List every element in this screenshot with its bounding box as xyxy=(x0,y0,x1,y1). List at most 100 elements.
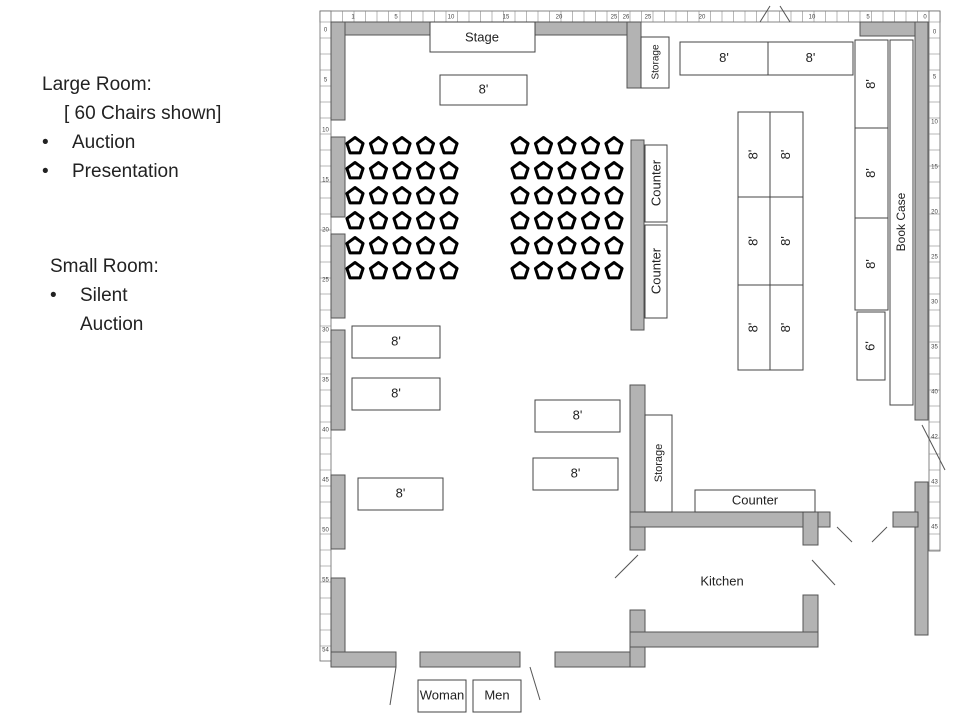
restroom-men xyxy=(472,679,522,713)
chair xyxy=(533,161,554,180)
table-size-label: 8' xyxy=(778,236,793,246)
table-size-label: 8' xyxy=(745,236,760,246)
woman-label: Woman xyxy=(420,687,465,702)
large-room-title: Large Room: xyxy=(42,74,152,95)
ruler-label: 42 xyxy=(931,435,938,441)
table-size-label: 8' xyxy=(863,79,878,89)
table-outline xyxy=(769,284,804,371)
ruler-label: 5 xyxy=(933,75,937,81)
ruler-label: 5 xyxy=(394,15,398,21)
ruler-label: 20 xyxy=(931,210,938,216)
chair xyxy=(345,186,365,205)
ruler-label: 54 xyxy=(322,648,329,654)
table-outline xyxy=(351,377,441,411)
table-outline xyxy=(534,399,621,433)
chair xyxy=(604,211,624,230)
counter-bottom xyxy=(694,489,816,513)
ruler-label: 55 xyxy=(322,578,329,584)
chair xyxy=(604,186,624,205)
wall-right-upper xyxy=(914,21,929,421)
chair xyxy=(368,236,389,255)
door-bottom-left xyxy=(389,666,397,706)
chair xyxy=(392,136,412,155)
table-outline xyxy=(769,196,804,286)
door-top-left xyxy=(759,5,771,23)
ruler-left xyxy=(319,10,332,662)
ruler-label: 40 xyxy=(322,428,329,434)
chair xyxy=(604,261,624,280)
table: 8' xyxy=(351,377,441,411)
ruler-label: 35 xyxy=(322,378,329,384)
ruler-label: 10 xyxy=(809,15,816,21)
stage xyxy=(429,21,536,53)
counter-1 xyxy=(644,144,668,223)
table-size-label: 8' xyxy=(571,465,581,480)
chair xyxy=(439,211,459,230)
table: 8' xyxy=(737,196,771,286)
ruler-label: 45 xyxy=(322,478,329,484)
chair xyxy=(368,211,389,230)
table-size-label: 8' xyxy=(778,150,793,160)
ruler-label: 20 xyxy=(556,15,563,21)
table-outline xyxy=(856,311,886,381)
ruler-label: 25 xyxy=(322,278,329,284)
bullet: • xyxy=(42,161,49,182)
door-top-right xyxy=(779,5,791,23)
chair xyxy=(368,161,389,180)
ruler-label: 1 xyxy=(351,15,355,21)
table: 8' xyxy=(854,217,889,311)
chair xyxy=(439,161,459,180)
stage-label: Stage xyxy=(465,29,499,44)
chair xyxy=(392,161,412,180)
ruler-label: 35 xyxy=(931,345,938,351)
wall-counter xyxy=(630,139,645,331)
door-right-wall xyxy=(921,424,946,471)
door-kitchen-left xyxy=(614,554,639,579)
chair xyxy=(580,136,601,155)
chair xyxy=(604,136,624,155)
counter-2-label: Counter xyxy=(648,247,663,294)
tables: 8'8'8'8'8'8'8'8'8'8'8'8'8'8'8'8'8'6' xyxy=(351,39,889,511)
ruler-label: 25 xyxy=(931,255,938,261)
chair xyxy=(415,261,436,280)
chair xyxy=(439,261,459,280)
table-outline xyxy=(737,196,771,286)
table-size-label: 8' xyxy=(391,385,401,400)
table-outline xyxy=(532,457,619,491)
chair xyxy=(580,236,601,255)
ruler-label: 5 xyxy=(324,78,328,84)
ruler-label: 0 xyxy=(923,15,927,21)
chair xyxy=(510,236,530,255)
table-size-label: 8' xyxy=(391,333,401,348)
ruler-label: 20 xyxy=(699,15,706,21)
chair xyxy=(510,186,530,205)
table-outline xyxy=(767,41,854,76)
table: 8' xyxy=(357,477,444,511)
ruler-label: 45 xyxy=(931,525,938,531)
ruler-label: 0 xyxy=(324,28,328,34)
chair xyxy=(439,136,459,155)
table-outline xyxy=(351,325,441,359)
chair xyxy=(415,236,436,255)
kitchen-label: Kitchen xyxy=(700,573,743,588)
ruler-label: 26 xyxy=(623,15,630,21)
table: 8' xyxy=(737,111,771,198)
chair xyxy=(415,186,436,205)
ruler-right xyxy=(928,10,941,552)
chair xyxy=(439,186,459,205)
chair xyxy=(557,186,577,205)
small-item-silent: Silent xyxy=(80,285,128,306)
door-kitchen-right xyxy=(811,559,836,586)
counter-1-label: Counter xyxy=(648,159,663,206)
table: 8' xyxy=(854,39,889,129)
table: 8' xyxy=(439,74,528,106)
chair xyxy=(510,136,530,155)
wall-right-lower xyxy=(914,481,929,636)
chair xyxy=(533,261,554,280)
wall-side-entry xyxy=(892,511,919,528)
chair xyxy=(533,236,554,255)
table: 8' xyxy=(737,284,771,371)
table-outline xyxy=(854,217,889,311)
wall-kitchen-right-upper xyxy=(802,511,819,546)
storage-bottom-label: Storage xyxy=(653,444,665,483)
